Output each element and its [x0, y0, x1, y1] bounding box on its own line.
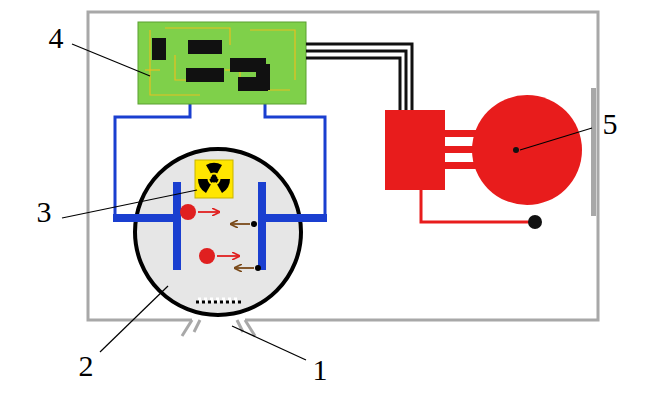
- positive-ion: [199, 248, 215, 264]
- radiation-source: [195, 160, 233, 198]
- terminal-dot: [528, 215, 542, 229]
- housing: [194, 320, 200, 332]
- electron: [251, 221, 257, 227]
- housing: [182, 320, 192, 336]
- positive-ion: [217, 255, 238, 257]
- leader-line: [72, 44, 150, 76]
- ion-chamber: [135, 149, 301, 315]
- signal-wire: [306, 44, 412, 118]
- alarm-horn: [445, 162, 477, 169]
- radiation-source: [198, 179, 214, 193]
- electrode-plate: [258, 182, 266, 270]
- circuit-board: [152, 38, 270, 91]
- circuit-board: [152, 38, 166, 60]
- callout-number: 3: [37, 197, 52, 227]
- circuit-board: [145, 28, 295, 95]
- circuit-board: [138, 22, 306, 104]
- housing: [245, 320, 255, 336]
- positive-ion: [180, 204, 196, 220]
- radiation-source: [195, 160, 233, 198]
- circuit-board: [256, 64, 270, 90]
- positive-ion: [198, 211, 218, 213]
- electron: [255, 265, 261, 271]
- callout-number: 1: [313, 355, 328, 385]
- radiation-source: [209, 174, 220, 185]
- housing: [88, 12, 598, 336]
- electrode-plate: [113, 214, 179, 222]
- callout-number: 2: [79, 351, 94, 381]
- electron: [232, 223, 250, 225]
- signal-wire: [306, 44, 412, 118]
- circuit-board: [138, 22, 306, 104]
- callout-number: 4: [49, 23, 64, 53]
- circuit-board: [145, 69, 160, 70]
- horn-center: [513, 147, 519, 153]
- signal-wire: [306, 51, 406, 118]
- chamber-vent: [196, 301, 242, 304]
- leader-line: [520, 128, 592, 150]
- leader-line: [232, 326, 306, 360]
- electron: [232, 221, 261, 271]
- callout-number: 5: [603, 109, 618, 139]
- horn-wire: [421, 190, 533, 222]
- circuit-board: [188, 40, 222, 54]
- signal-wire: [306, 58, 400, 118]
- alarm-horn: [472, 95, 582, 205]
- electrode-plate: [258, 214, 327, 222]
- radiation-source: [214, 179, 230, 193]
- electron: [236, 267, 254, 269]
- positive-ion: [180, 204, 238, 264]
- circuit-board: [186, 68, 224, 82]
- alarm-horn: [385, 110, 445, 190]
- housing: [88, 12, 598, 320]
- leader-line: [100, 286, 168, 352]
- side-bar: [591, 88, 596, 216]
- leader-line: [62, 44, 592, 360]
- leader-line: [62, 190, 197, 218]
- alarm-horn: [385, 95, 582, 205]
- alarm-horn: [445, 130, 477, 137]
